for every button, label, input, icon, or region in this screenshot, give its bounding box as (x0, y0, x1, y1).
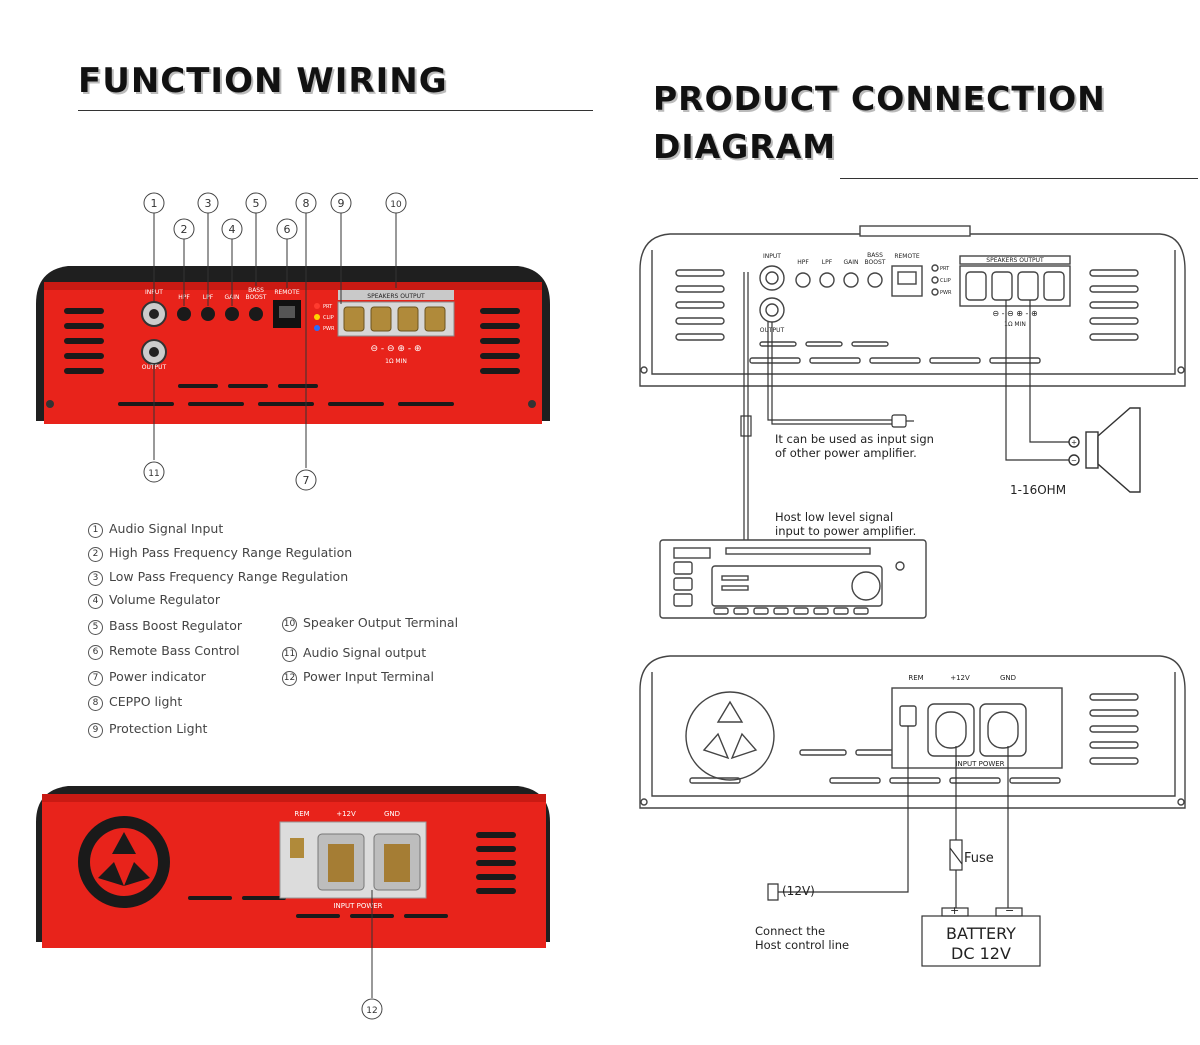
amp-front-panel-photo: INPUT OUTPUT HPF LPF GAIN BASS BOOST REM… (36, 212, 550, 468)
connection-diagram-bottom: REM +12V GND INPUT POWER (639, 655, 1186, 967)
diagram-label-gnd: GND (1000, 674, 1016, 682)
svg-text:+: + (1071, 439, 1077, 447)
diagram-fan (685, 691, 775, 781)
svg-text:⊖ ‐ ⊖ ⊕ ‐ ⊕: ⊖ ‐ ⊖ ⊕ ‐ ⊕ (992, 309, 1037, 318)
head-unit-icon (659, 539, 927, 619)
note-v12: (12V) (782, 884, 815, 898)
lpf-knob[interactable] (201, 307, 215, 321)
connection-diagram-rule (840, 178, 1198, 179)
gain-knob[interactable] (225, 307, 239, 321)
amp-rear-panel-photo: REM +12V GND INPUT POWER 12 (36, 786, 550, 1020)
battery-icon (921, 915, 1041, 967)
label-plus12v: +12V (336, 810, 356, 818)
callout-11: 11 (148, 469, 159, 479)
diagram-label-remote: REMOTE (894, 253, 920, 260)
callout-4: 4 (229, 223, 236, 236)
callout-6: 6 (284, 223, 291, 236)
diagram-label-input: INPUT (763, 253, 781, 260)
diagram-input-jack (759, 265, 785, 291)
diagram-label-clip: CLIP (940, 278, 951, 284)
callout-3: 3 (205, 197, 212, 210)
note-input-sign: It can be used as input sign of other po… (775, 432, 934, 460)
label-min-ohm: 1Ω MIN (385, 358, 407, 365)
label-speakers-output: SPEAKERS OUTPUT (367, 293, 425, 300)
diagram-label-boost: BOOST (865, 259, 886, 266)
callout-10: 10 (390, 200, 402, 210)
diagram-power-terminal (891, 687, 1063, 769)
function-wiring-rule (78, 110, 593, 111)
speaker-icon (1068, 407, 1141, 493)
label-pwr: PWR (323, 326, 335, 332)
note-connect-host: Connect the Host control line (755, 924, 850, 952)
function-wiring-title: FUNCTION WIRING (78, 61, 448, 101)
note-ohm: 1-16OHM (1010, 483, 1067, 497)
label-gnd: GND (384, 810, 400, 818)
battery-label: BATTERY DC 12V (946, 924, 1016, 963)
callout-2: 2 (181, 223, 188, 236)
battery-minus: − (1005, 904, 1015, 917)
hpf-knob[interactable] (177, 307, 191, 321)
label-input-power: INPUT POWER (333, 902, 382, 910)
label-clip: CLIP (323, 315, 334, 321)
label-rem: REM (294, 810, 309, 818)
callout-5: 5 (253, 197, 260, 210)
note-fuse: Fuse (964, 851, 994, 866)
rca-plug-other-amp (891, 414, 907, 428)
clip-led (314, 314, 320, 320)
diagram-label-speakers-output: SPEAKERS OUTPUT (986, 257, 1044, 264)
prt-led (314, 303, 320, 309)
diagram-label-gain: GAIN (843, 259, 858, 266)
connection-diagram-title-line2: DIAGRAM (653, 127, 837, 166)
note-host-low-level: Host low level signal input to power amp… (775, 510, 917, 538)
connection-diagram-title-line1: PRODUCT CONNECTION (653, 79, 1106, 118)
label-prt: PRT (323, 304, 333, 310)
label-remote: REMOTE (274, 289, 300, 296)
battery-plus: + (950, 904, 960, 917)
diagram-label-prt: PRT (940, 266, 950, 272)
callout-numbers-top: 1 2 3 4 5 6 8 9 10 11 7 (143, 192, 407, 491)
svg-text:−: − (1071, 457, 1077, 465)
callout-12: 12 (366, 1006, 377, 1016)
diagram-label-hpf: HPF (797, 259, 809, 266)
svg-text:⊖ ‐ ⊖ ⊕ ‐ ⊕: ⊖ ‐ ⊖ ⊕ ‐ ⊕ (371, 344, 422, 354)
callout-9: 9 (338, 197, 345, 210)
diagram-label-lpf: LPF (822, 259, 833, 266)
label-bass: BASS (248, 287, 264, 294)
diagram-label-rem: REM (908, 674, 923, 682)
diagram-label-min: 1Ω MIN (1004, 321, 1026, 328)
diagram-label-input-power: INPUT POWER (955, 760, 1004, 768)
connection-diagram-top: INPUT OUTPUT HPF LPF GAIN BASS BOOST REM… (639, 225, 1186, 619)
diagram-label-bass: BASS (867, 252, 883, 259)
rca-plug-host (740, 415, 752, 437)
diagram-label-pwr: PWR (940, 290, 952, 296)
diagram-label-plus12v: +12V (950, 674, 970, 682)
callout-8: 8 (303, 197, 310, 210)
label-boost: BOOST (246, 294, 267, 301)
callout-1: 1 (151, 197, 158, 210)
pwr-led (314, 325, 320, 331)
v12-connector (767, 883, 779, 901)
callout-7: 7 (303, 474, 310, 487)
bass-boost-knob[interactable] (249, 307, 263, 321)
